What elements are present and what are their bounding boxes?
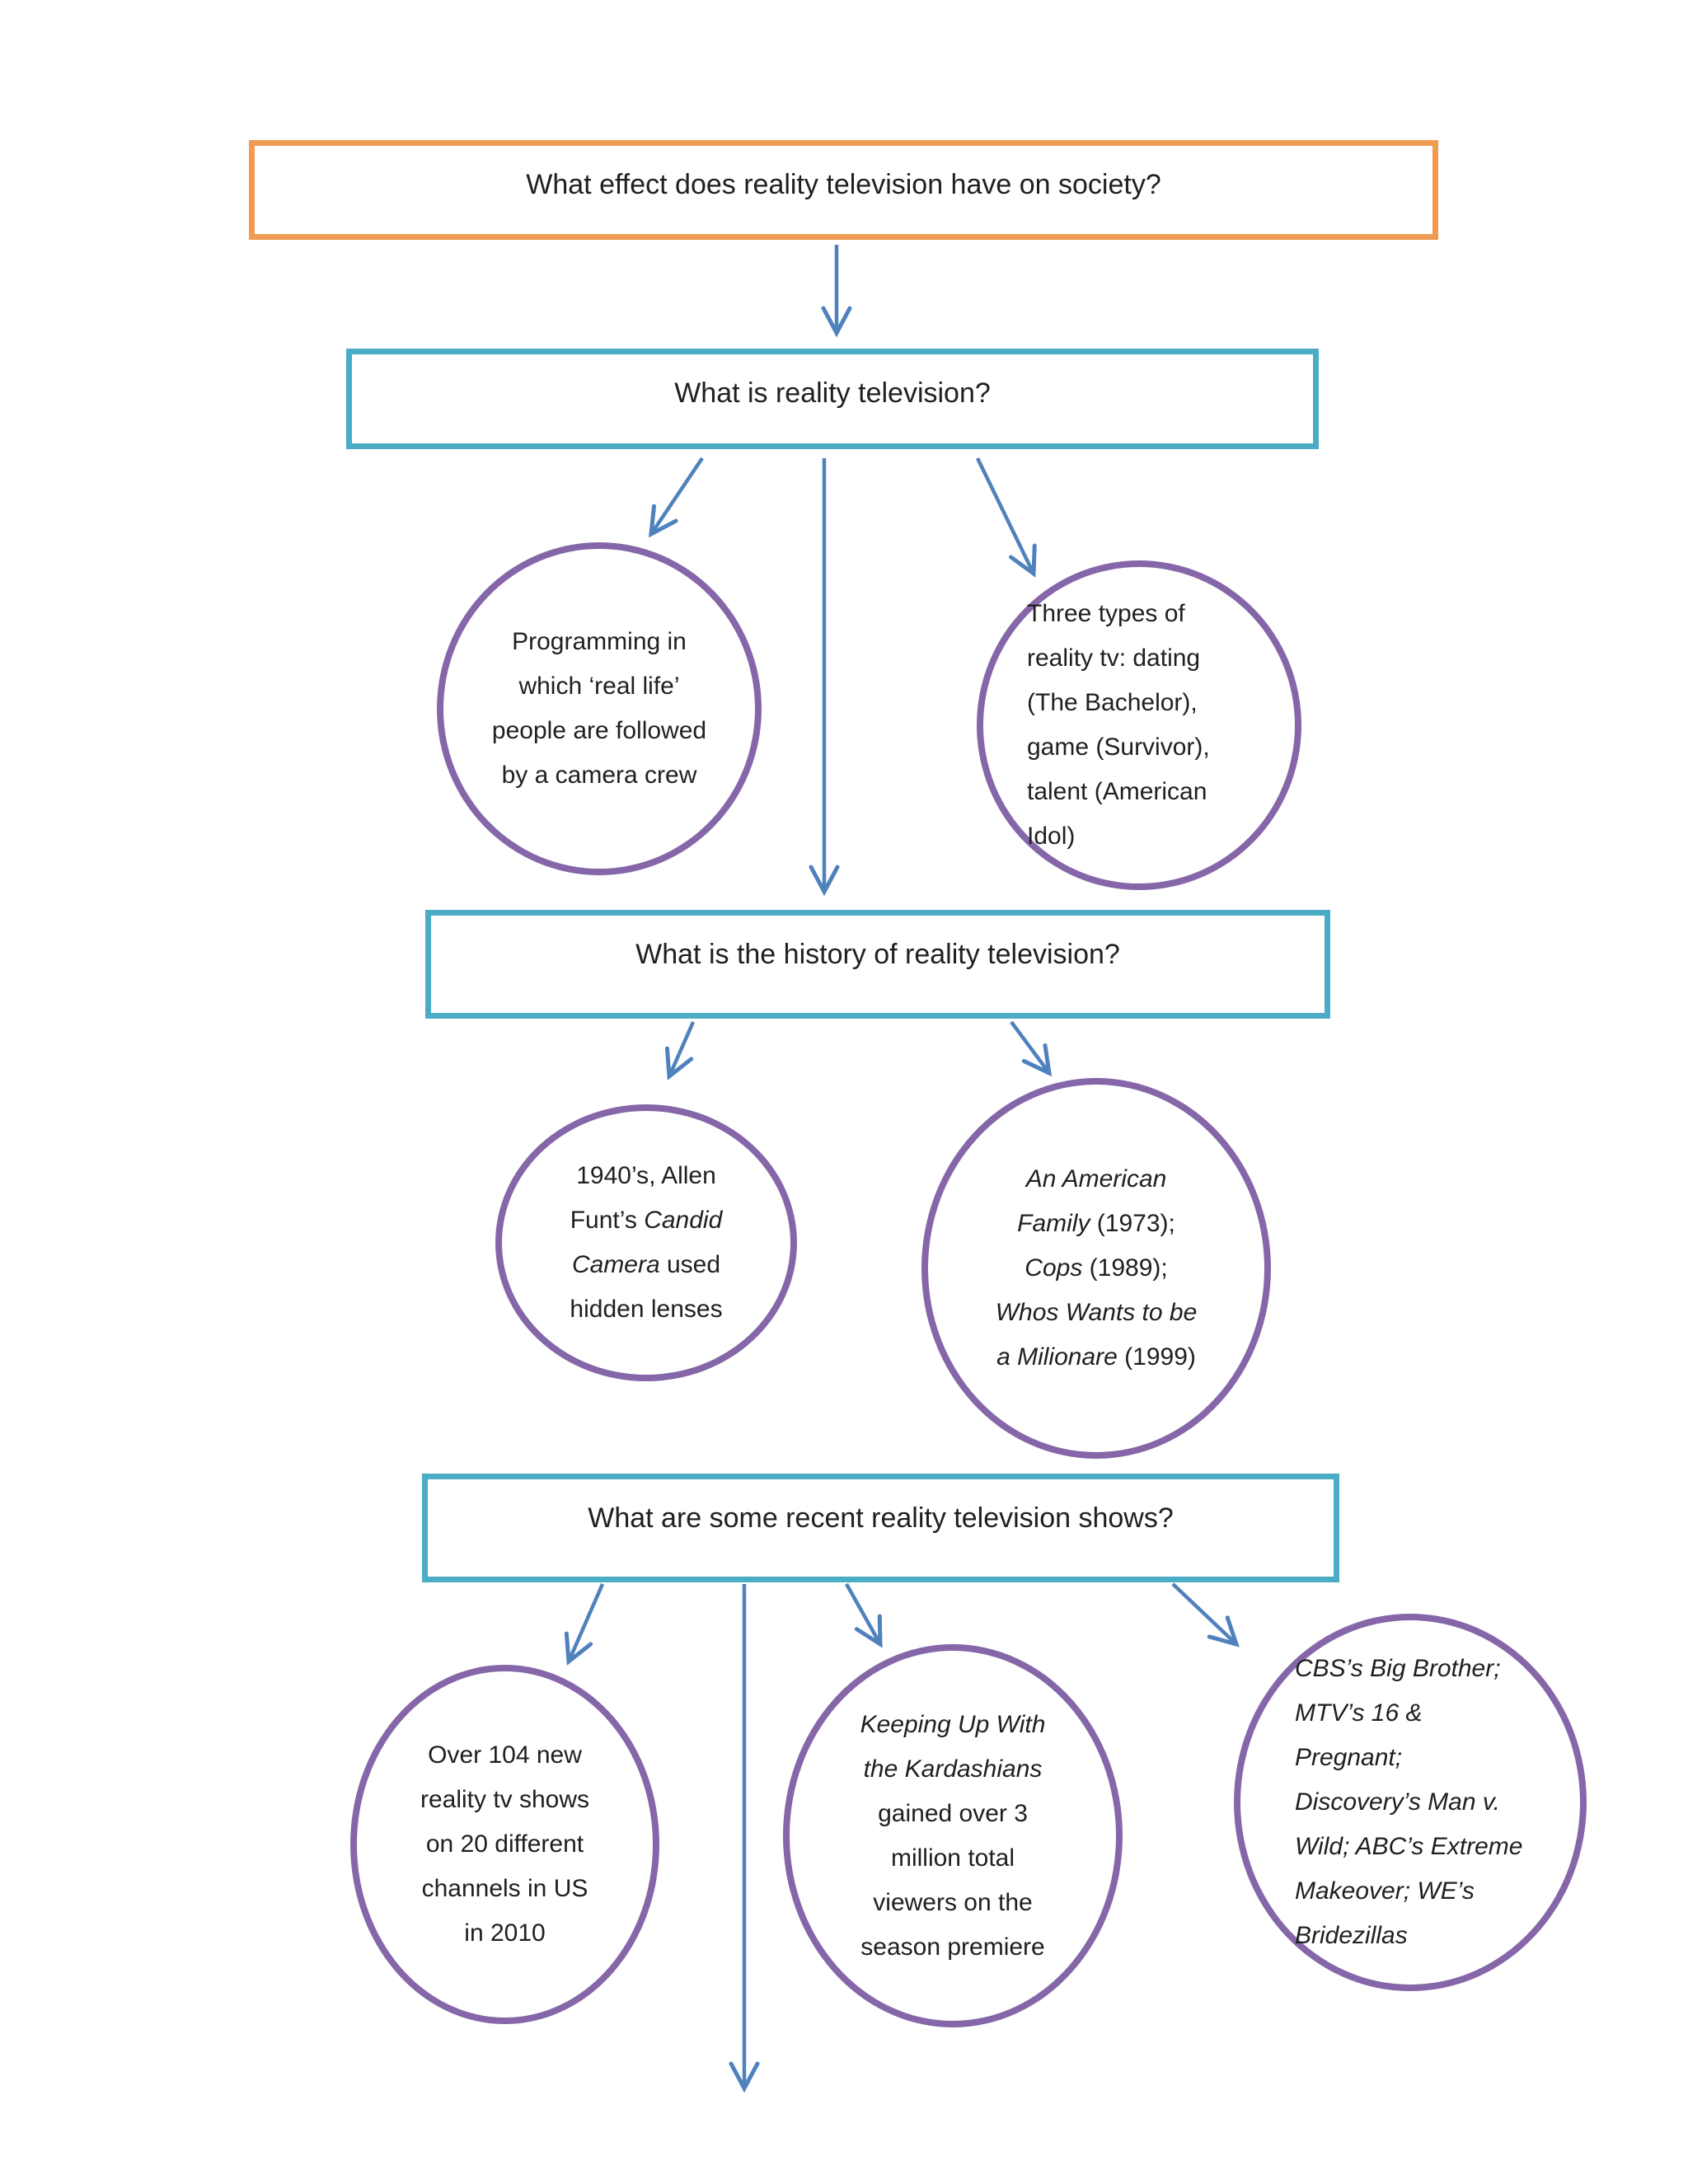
- node-networks-circle: CBS’s Big Brother; MTV’s 16 & Pregnant; …: [1234, 1614, 1587, 1991]
- node-kardashians-circle: Keeping Up With the Kardashians gained o…: [783, 1644, 1123, 2027]
- node-main-question: What effect does reality television have…: [249, 140, 1438, 240]
- node-origin-circle: 1940’s, Allen Funt’s Candid Camera used …: [495, 1104, 797, 1381]
- arrow-what-to-definition: [649, 457, 704, 538]
- node-label: An American Family (1973); Cops (1989); …: [995, 1165, 1198, 1371]
- node-label: What is reality television?: [674, 377, 991, 409]
- node-label: What are some recent reality television …: [588, 1502, 1174, 1534]
- node-label: Three types of reality tv: dating (The B…: [1027, 600, 1210, 850]
- node-types-circle: Three types of reality tv: dating (The B…: [977, 560, 1301, 890]
- node-label: What is the history of reality televisio…: [635, 939, 1120, 970]
- node-milestones-circle: An American Family (1973); Cops (1989); …: [921, 1078, 1271, 1459]
- node-what-is-reality-tv: What is reality television?: [346, 349, 1319, 449]
- arrow-recent-to-growth: [564, 1583, 605, 1666]
- arrow-history-to-milestones: [1010, 1020, 1053, 1077]
- node-label: Over 104 new reality tv shows on 20 diff…: [420, 1741, 590, 1947]
- node-recent-question: What are some recent reality television …: [422, 1474, 1339, 1582]
- node-label: CBS’s Big Brother; MTV’s 16 & Pregnant; …: [1295, 1655, 1523, 1949]
- node-growth-circle: Over 104 new reality tv shows on 20 diff…: [350, 1665, 659, 2024]
- node-definition-circle: Programming in which ‘real life’ people …: [437, 542, 762, 875]
- node-history-question: What is the history of reality televisio…: [425, 910, 1330, 1019]
- node-label: What effect does reality television have…: [526, 169, 1161, 200]
- arrow-recent-to-kardashians: [845, 1582, 883, 1648]
- node-label: Programming in which ‘real life’ people …: [491, 628, 707, 789]
- arrow-recent-to-networks: [1171, 1582, 1240, 1647]
- node-label: Keeping Up With the Kardashians gained o…: [860, 1710, 1046, 1961]
- arrow-what-to-types: [975, 457, 1037, 578]
- node-label: 1940’s, Allen Funt’s Candid Camera used …: [570, 1162, 723, 1323]
- arrow-history-to-origin: [664, 1021, 696, 1080]
